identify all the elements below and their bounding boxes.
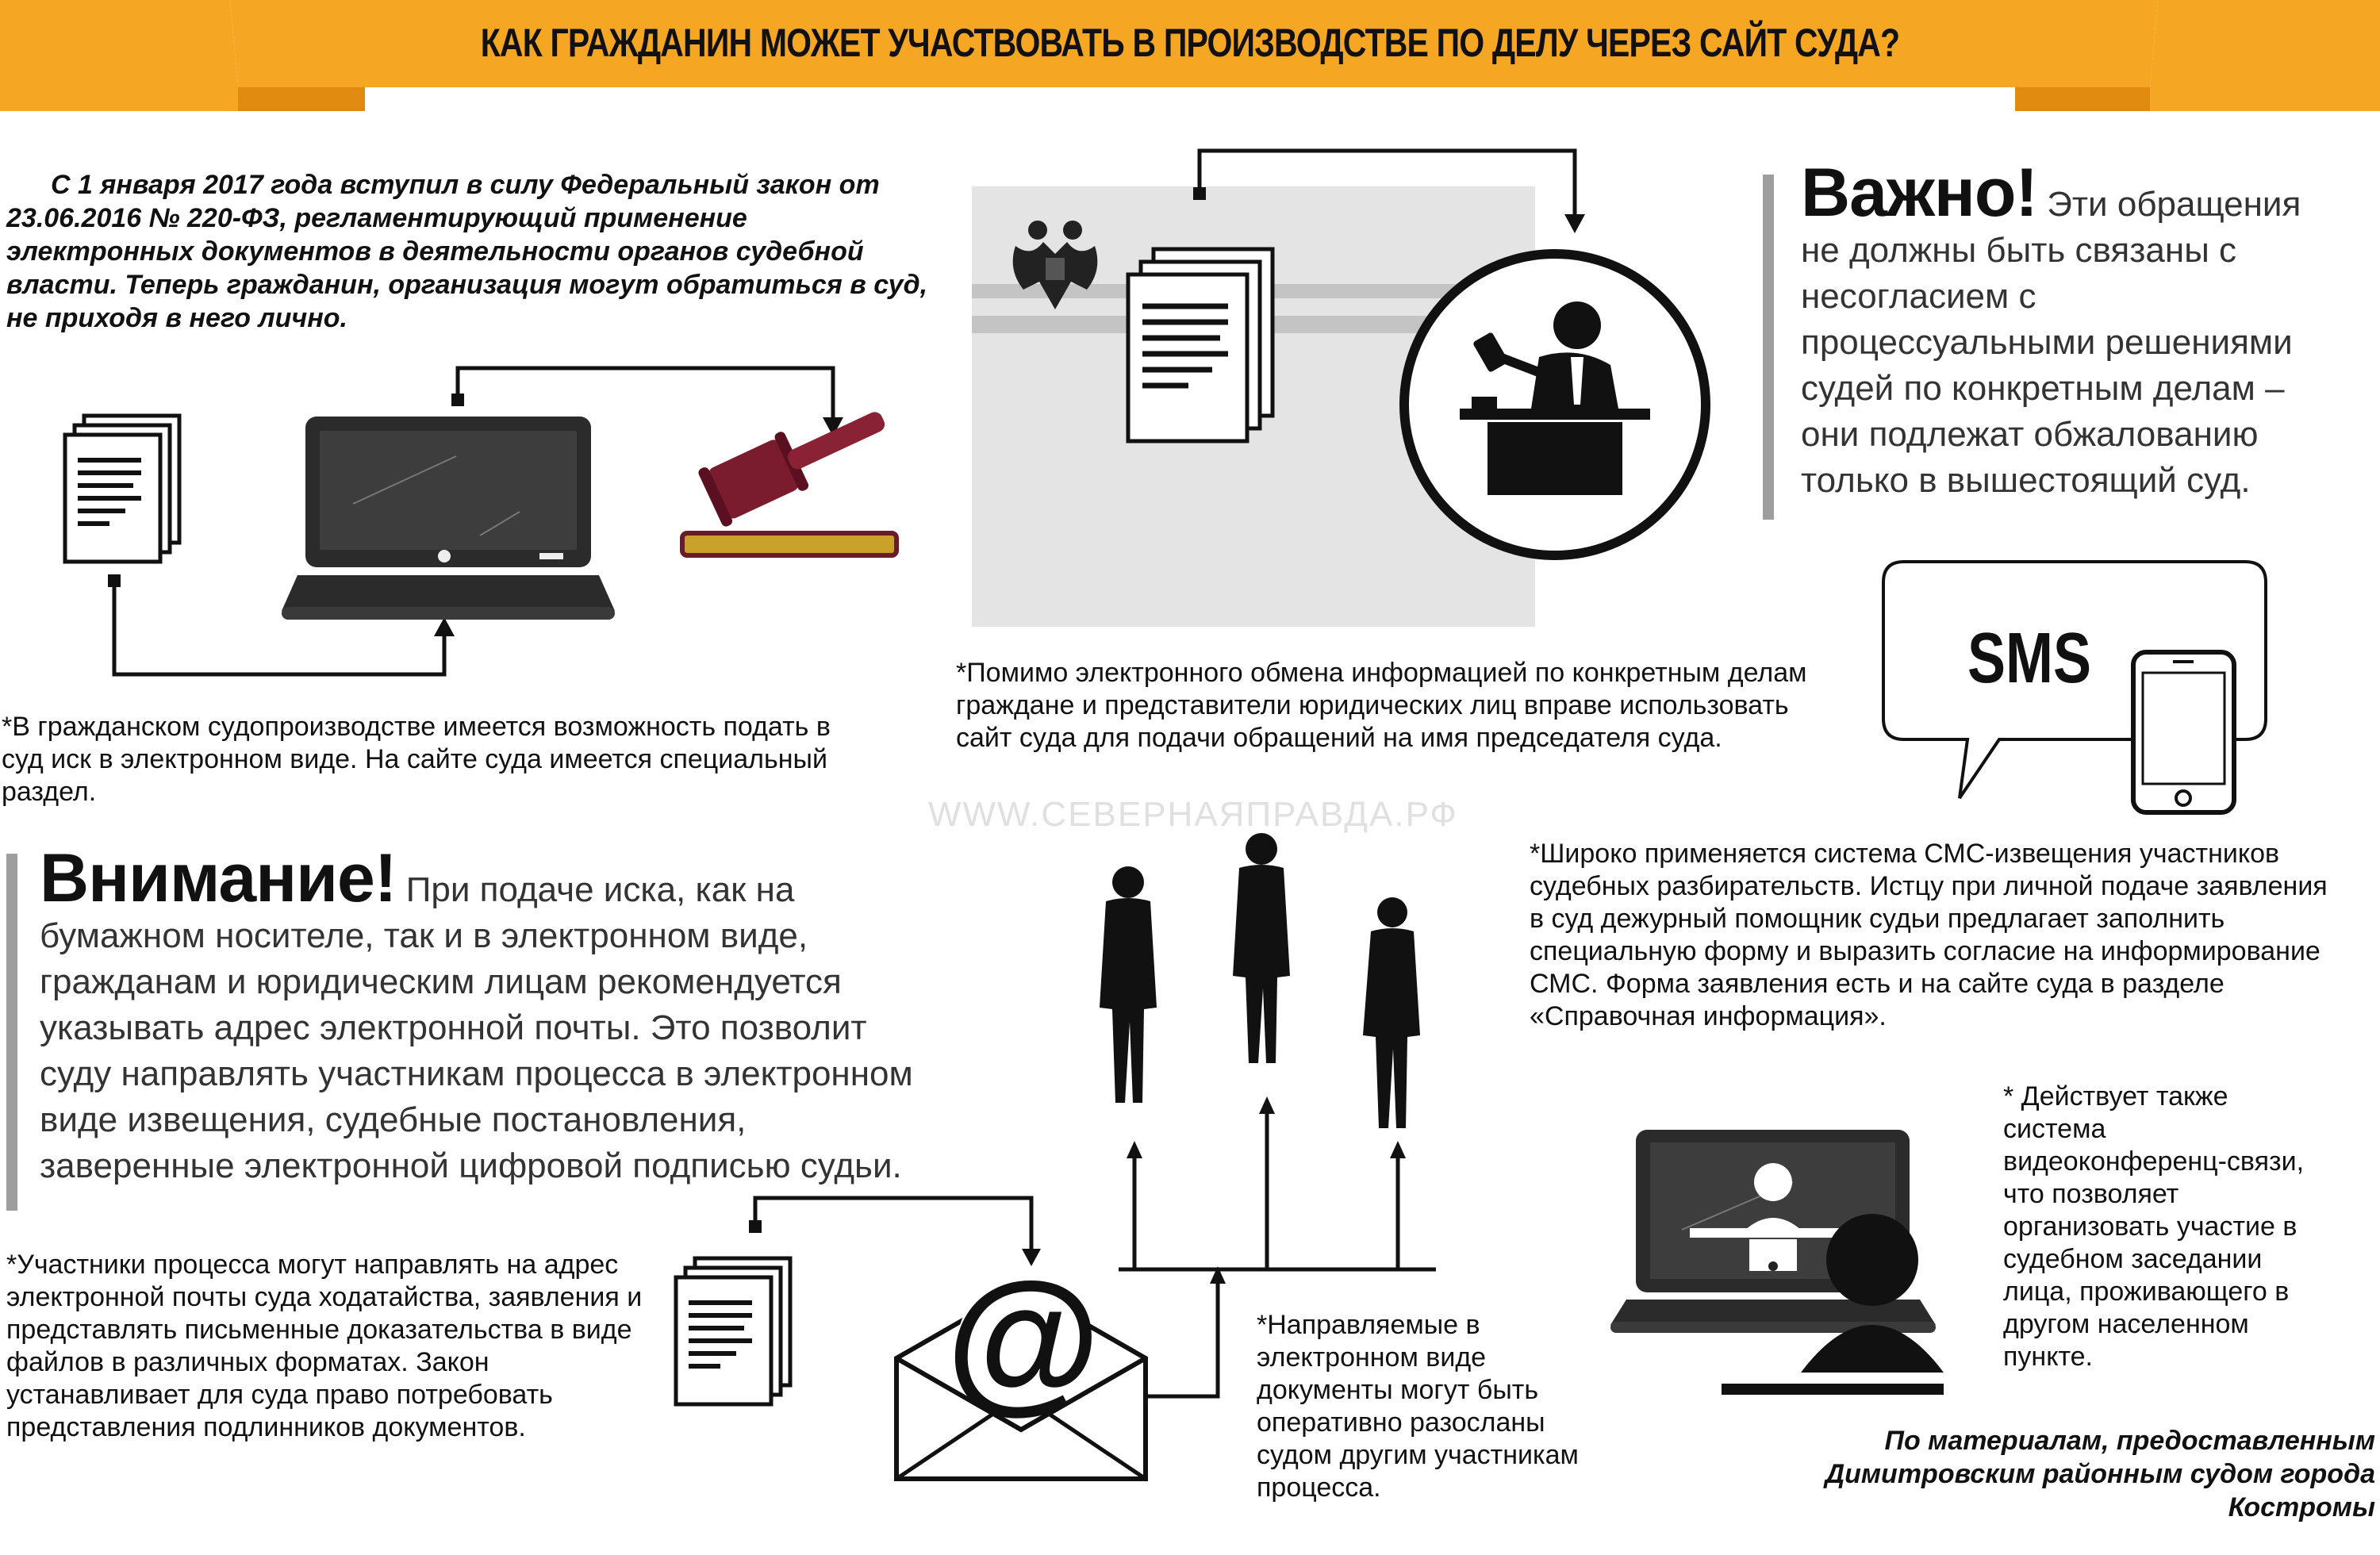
- emblem-icon: [1012, 221, 1098, 309]
- attention-text: При подаче иска, как на бумажном носител…: [40, 870, 913, 1185]
- email-flow: [749, 1196, 1226, 1399]
- important-callout: Важно! Эти обращения не должны быть связ…: [1801, 159, 2324, 504]
- email-envelope-icon: [894, 1279, 1148, 1481]
- email-at-symbol: @: [946, 1250, 1101, 1427]
- note-appeals: *Помимо электронного обмена информацией …: [956, 658, 1807, 753]
- note-distribution: *Направляемые в электронном виде докумен…: [1257, 1310, 1579, 1503]
- source-credit: По материалам, предоставленным Димитровс…: [1825, 1426, 2375, 1522]
- note-civil: *В гражданском судопроизводстве имеется …: [2, 712, 831, 807]
- important-bar: [1763, 175, 1774, 520]
- important-heading: Важно!: [1801, 155, 2038, 231]
- page-title: КАК ГРАЖДАНИН МОЖЕТ УЧАСТВОВАТЬ В ПРОИЗВ…: [480, 21, 1900, 65]
- distribution-arrows: [1119, 1096, 1436, 1272]
- attention-callout: Внимание! При подаче иска, как на бумажн…: [40, 844, 920, 1189]
- smartphone-icon: [2131, 650, 2236, 815]
- judge-icon: [1399, 249, 1710, 560]
- sms-label: SMS: [1967, 619, 2092, 698]
- document-stack-icon: [674, 1256, 793, 1407]
- document-stack-icon: [63, 413, 182, 564]
- note-sms: *Широко применяется система СМС-извещени…: [1530, 839, 2328, 1031]
- document-stack-icon: [1126, 247, 1275, 443]
- important-text: Эти обращения не должны быть связаны с н…: [1801, 185, 2301, 500]
- note-email: *Участники процесса могут направлять на …: [6, 1250, 643, 1442]
- watermark: WWW.СЕВЕРНАЯПРАВДА.РФ: [928, 795, 1458, 834]
- videoconference-icon: [1610, 1130, 1944, 1395]
- attention-bar: [6, 854, 17, 1211]
- attention-heading: Внимание!: [40, 840, 397, 916]
- laptop-icon: [282, 417, 615, 620]
- gavel-icon: [680, 412, 899, 558]
- header-banner: [0, 0, 2380, 111]
- filing-illustration: [108, 366, 843, 677]
- note-video: * Действует также система видеоконференц…: [2003, 1081, 2305, 1372]
- intro-text: С 1 января 2017 года вступил в силу Феде…: [6, 170, 928, 333]
- people-icon: [1100, 833, 1420, 1128]
